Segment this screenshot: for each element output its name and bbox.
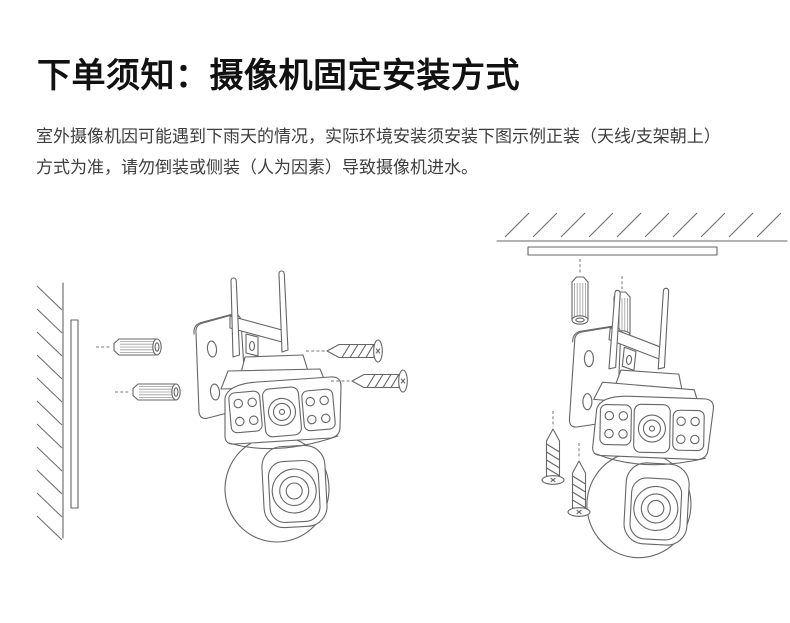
page-title: 下单须知：摄像机固定安装方式: [37, 57, 520, 95]
wall-anchor-2: [115, 383, 181, 401]
ceiling-hatching: [496, 212, 788, 242]
notice-text: 室外摄像机因可能遇到下雨天的情况，实际环境安装须安装下图示例正装（天线/支架朝上…: [36, 127, 721, 177]
ceiling-mounting-plate: [527, 246, 718, 256]
camera-assembly-wall: [193, 270, 342, 543]
ceiling-screw-1: [541, 411, 565, 485]
ceiling-anchor-2: [613, 276, 631, 340]
mounting-screw-1: [306, 339, 383, 363]
wall-anchor-1: [96, 338, 162, 356]
wall-mount-diagram: [36, 270, 408, 543]
ceiling-anchor-1: [571, 259, 589, 325]
ceiling-screw-2: [567, 443, 591, 517]
mounting-screw-2: [331, 369, 408, 393]
wall-hatching: [36, 282, 64, 541]
ceiling-mount-diagram: [496, 212, 788, 565]
wall-mounting-plate: [70, 319, 79, 509]
installation-figures: [36, 212, 788, 565]
